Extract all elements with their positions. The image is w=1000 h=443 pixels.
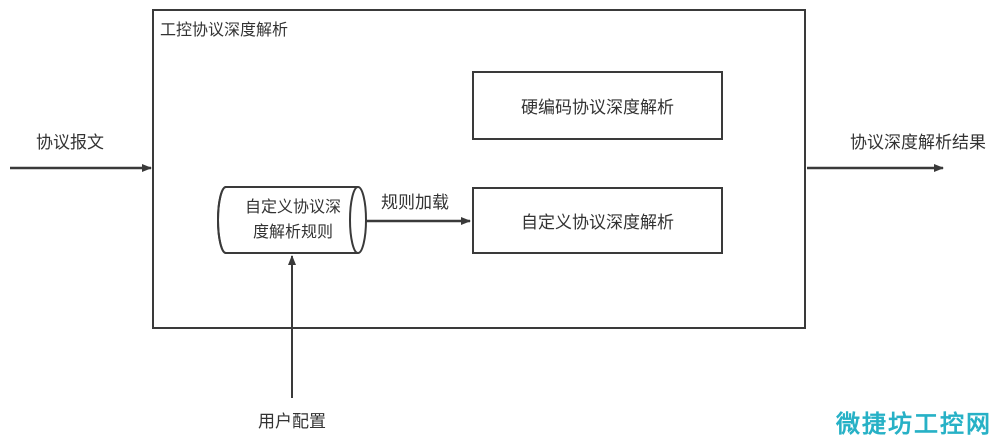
output-label: 协议深度解析结果 (850, 133, 986, 153)
custom-parsing-box: 自定义协议深度解析 (472, 187, 723, 254)
site-watermark: 微捷坊工控网 (836, 410, 992, 438)
industrial-protocol-parsing-container (152, 9, 806, 329)
input-label: 协议报文 (36, 133, 104, 153)
rules-cylinder (217, 186, 367, 254)
user-config-label: 用户配置 (258, 412, 326, 432)
rules-db-line1: 自定义协议深 (244, 197, 341, 216)
hardcoded-parsing-box: 硬编码协议深度解析 (472, 71, 723, 140)
rule-load-label: 规则加载 (381, 193, 449, 213)
container-title: 工控协议深度解析 (160, 20, 289, 39)
rules-db-line2: 度解析规则 (252, 222, 333, 241)
rules-db-label: 自定义协议深 度解析规则 (228, 186, 358, 252)
